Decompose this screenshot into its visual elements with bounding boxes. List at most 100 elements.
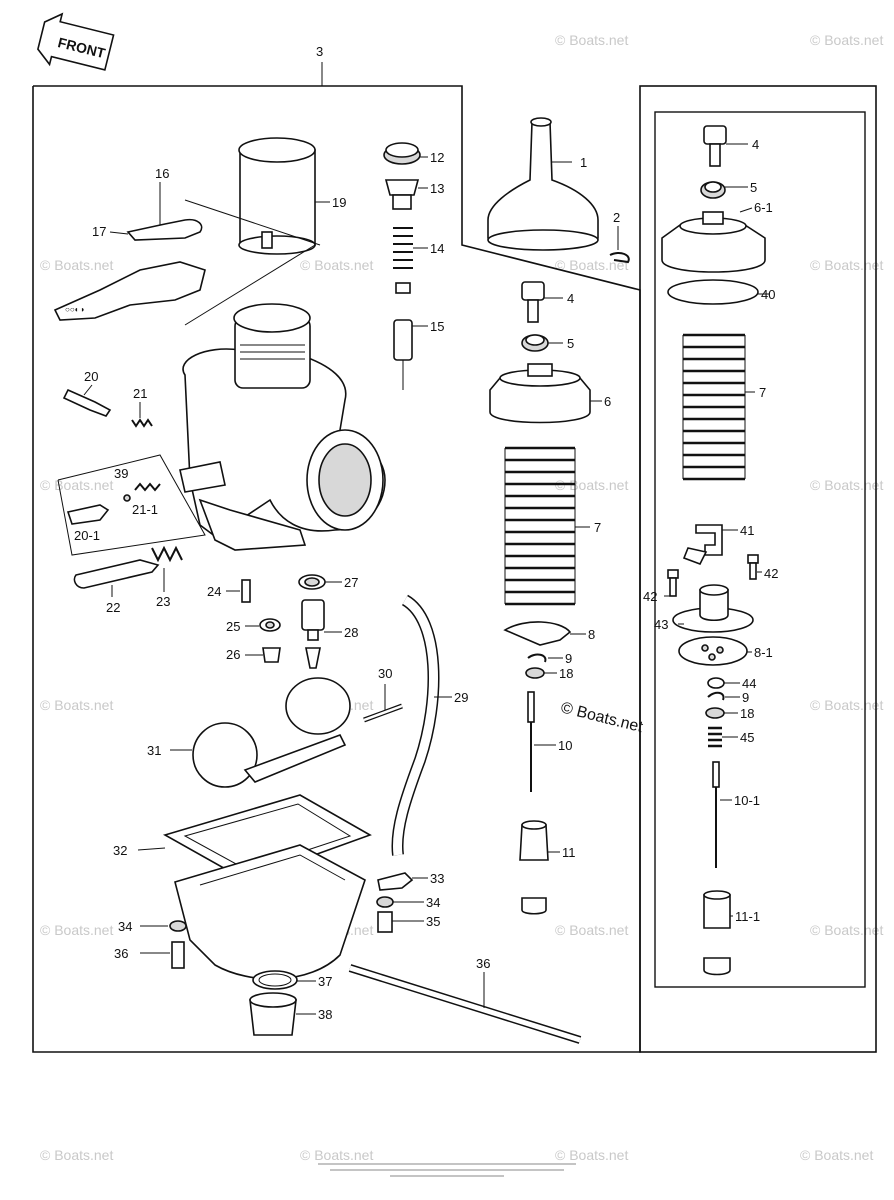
part-21: 21	[131, 386, 153, 428]
part-28: 28	[301, 599, 358, 669]
watermark: © Boats.net	[555, 1147, 628, 1163]
part-27: 27	[298, 574, 358, 590]
watermark: © Boats.net	[810, 697, 883, 713]
part-6-1: 6-1	[661, 200, 773, 273]
callout-34: 34	[118, 919, 132, 934]
float-bowl	[174, 844, 366, 980]
watermark: © Boats.net	[810, 922, 883, 938]
watermark: © Boats.net	[300, 257, 373, 273]
part-9-right: 9	[707, 690, 749, 705]
callout-32: 32	[113, 843, 127, 858]
part-26: 26	[226, 647, 281, 663]
watermark: © Boats.net	[810, 32, 883, 48]
callout-18: 18	[740, 706, 754, 721]
center-watermark: © Boats.net	[559, 699, 645, 736]
callout-10: 10	[558, 738, 572, 753]
part-10-1: 10-1	[712, 761, 760, 868]
callout-25: 25	[226, 619, 240, 634]
front-direction-arrow: FRONT	[37, 12, 115, 71]
callout-21: 21	[133, 386, 147, 401]
part-2: 2	[609, 210, 630, 264]
watermark: © Boats.net	[40, 477, 113, 493]
watermark: © Boats.net	[810, 477, 883, 493]
callout-18: 18	[559, 666, 573, 681]
part-4-center: 4	[521, 281, 574, 323]
part-42-right: 42	[747, 554, 778, 581]
callout-5: 5	[750, 180, 757, 195]
callout-6-1: 6-1	[754, 200, 773, 215]
part-7-right: 7	[682, 333, 766, 481]
part-41: 41	[682, 523, 754, 566]
callout-13: 13	[430, 181, 444, 196]
watermark: © Boats.net	[40, 257, 113, 273]
part-11-1: 11-1	[703, 890, 760, 976]
callout-20: 20	[84, 369, 98, 384]
part-13: 13	[384, 179, 444, 210]
part-34-left: 34	[118, 919, 187, 934]
callout-6: 6	[604, 394, 611, 409]
callout-45: 45	[740, 730, 754, 745]
callout-11: 11	[562, 845, 576, 860]
watermark: © Boats.net	[40, 697, 113, 713]
callout-42: 42	[643, 589, 657, 604]
part-20: 20	[62, 369, 112, 417]
part-24: 24	[207, 579, 251, 603]
callout-22: 22	[106, 600, 120, 615]
linkage-marking: ○○◐◑	[65, 305, 84, 314]
part-6: 6	[489, 363, 611, 424]
callout-37: 37	[318, 974, 332, 989]
part-23: 23	[151, 545, 183, 609]
callout-11-1: 11-1	[735, 909, 760, 924]
callout-12: 12	[430, 150, 444, 165]
callout-31: 31	[147, 743, 161, 758]
part-38: 38	[249, 992, 332, 1036]
part-19: 19	[238, 137, 346, 255]
callout-28: 28	[344, 625, 358, 640]
callout-33: 33	[430, 871, 444, 886]
part-18-center: 18	[525, 666, 573, 681]
callout-4: 4	[567, 291, 574, 306]
callout-30: 30	[378, 666, 392, 681]
callout-5: 5	[567, 336, 574, 351]
callout-1: 1	[580, 155, 587, 170]
watermark: © Boats.net	[555, 32, 628, 48]
callout-44: 44	[742, 676, 756, 691]
callout-36: 36	[476, 956, 490, 971]
callout-43: 43	[654, 617, 668, 632]
part-22: 22	[73, 559, 160, 615]
callout-15: 15	[430, 319, 444, 334]
part-31: 31	[147, 677, 351, 788]
part-9-center: 9	[527, 651, 572, 666]
copyright-footer	[318, 1163, 576, 1177]
part-43: 43	[654, 584, 754, 633]
callout-40: 40	[761, 287, 775, 302]
part-25: 25	[226, 618, 281, 634]
callout-21-1: 21-1	[132, 502, 158, 517]
callout-9: 9	[742, 690, 749, 705]
callout-7: 7	[594, 520, 601, 535]
watermark: © Boats.net	[300, 1147, 373, 1163]
watermark: © Boats.net	[40, 922, 113, 938]
callout-39: 39	[114, 466, 128, 481]
callout-4: 4	[752, 137, 759, 152]
callout-16: 16	[155, 166, 169, 181]
part-30: 30	[363, 666, 403, 723]
part-35: 35	[377, 911, 440, 933]
watermark: © Boats.net	[810, 257, 883, 273]
part-34-right: 34	[376, 895, 440, 910]
callout-36: 36	[114, 946, 128, 961]
part-36-hose: 36	[348, 956, 582, 1044]
sub-assembly-20-1: 39 21-1 20-1	[57, 454, 206, 556]
part-40: 40	[667, 279, 775, 305]
callout-34: 34	[426, 895, 440, 910]
part-36-screw: 36	[114, 941, 185, 969]
callout-17: 17	[92, 224, 106, 239]
part-44: 44	[707, 676, 756, 691]
watermark: © Boats.net	[555, 922, 628, 938]
callout-8: 8	[588, 627, 595, 642]
callout-29: 29	[454, 690, 468, 705]
callout-14: 14	[430, 241, 444, 256]
part-29: 29	[391, 594, 468, 856]
part-15: 15	[393, 319, 444, 390]
